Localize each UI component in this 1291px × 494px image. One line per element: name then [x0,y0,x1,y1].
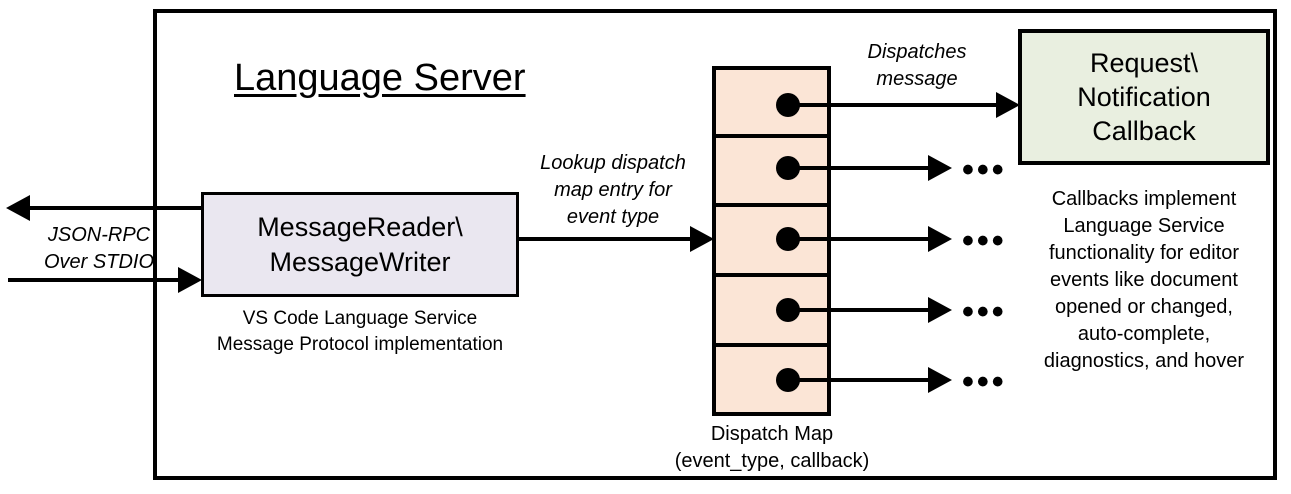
lookup-label: Lookup dispatch map entry for event type [520,150,706,231]
dispatch-ellipsis-4: ••• [962,293,1007,331]
message-io-line2: MessageWriter [269,246,451,277]
jsonrpc-label-line2: Over STDIO [43,251,154,273]
page-title: Language Server [234,57,526,99]
callback-box[interactable]: Request\ Notification Callback [1018,29,1270,165]
dispatch-arrow-head-5 [928,367,952,393]
dispatch-arrow-line-2 [796,166,931,170]
callback-caption-line3: functionality for editor [1048,242,1240,264]
dispatch-arrow-head-4 [928,297,952,323]
dispatches-label-line1: Dispatches [867,41,967,63]
dispatch-arrow-line-4 [796,308,931,312]
outgoing-arrow-line [30,206,205,210]
lookup-label-line3: event type [566,206,660,228]
dispatch-arrow-head-2 [928,155,952,181]
incoming-arrow-head [178,267,202,293]
dispatch-arrow-line-3 [796,237,931,241]
jsonrpc-label: JSON-RPC Over STDIO [24,222,174,276]
dispatches-label-line2: message [876,68,958,90]
lookup-arrow-head [690,226,714,252]
dispatch-map-row[interactable] [716,138,827,207]
dispatch-map-caption-line2: (event_type, callback) [674,450,870,472]
outgoing-arrow-head [6,195,30,221]
dispatch-arrow-head-1 [996,92,1020,118]
incoming-arrow-line [8,278,181,282]
dispatch-map-table[interactable] [712,66,831,416]
lookup-label-line2: map entry for [554,179,672,201]
dispatch-map-caption-line1: Dispatch Map [710,423,834,445]
lookup-label-line1: Lookup dispatch [540,152,686,174]
dispatches-message-label: Dispatches message [836,39,998,93]
dispatch-map-row[interactable] [716,207,827,277]
callback-line1: Request\ [1089,48,1199,78]
callback-caption-line7: diagnostics, and hover [1043,350,1245,372]
language-server-container [153,9,1277,480]
dispatch-ellipsis-2: ••• [962,151,1007,189]
lookup-arrow-line [518,237,693,241]
callback-caption-line4: events like document [1050,269,1238,291]
dispatch-arrow-line-1 [796,103,1000,107]
callback-caption: Callbacks implement Language Service fun… [1010,186,1278,375]
callback-caption-line5: opened or changed, [1055,296,1233,318]
dispatch-ellipsis-5: ••• [962,363,1007,401]
message-io-caption: VS Code Language Service Message Protoco… [185,306,535,358]
message-io-caption-line2: Message Protocol implementation [216,334,504,355]
dispatch-arrow-line-5 [796,378,931,382]
dispatch-map-caption: Dispatch Map (event_type, callback) [636,421,908,475]
message-io-line1: MessageReader\ [257,211,463,242]
callback-caption-line2: Language Service [1063,215,1225,237]
dispatch-map-row[interactable] [716,277,827,347]
callback-caption-line6: auto-complete, [1077,323,1211,345]
dispatch-arrow-head-3 [928,226,952,252]
dispatch-ellipsis-3: ••• [962,222,1007,260]
callback-line2: Notification [1077,82,1211,112]
callback-line3: Callback [1092,116,1196,146]
message-io-box[interactable]: MessageReader\ MessageWriter [201,192,519,297]
jsonrpc-label-line1: JSON-RPC [47,224,151,246]
callback-caption-line1: Callbacks implement [1051,188,1237,210]
message-io-caption-line1: VS Code Language Service [242,308,478,329]
dispatch-map-row[interactable] [716,70,827,138]
